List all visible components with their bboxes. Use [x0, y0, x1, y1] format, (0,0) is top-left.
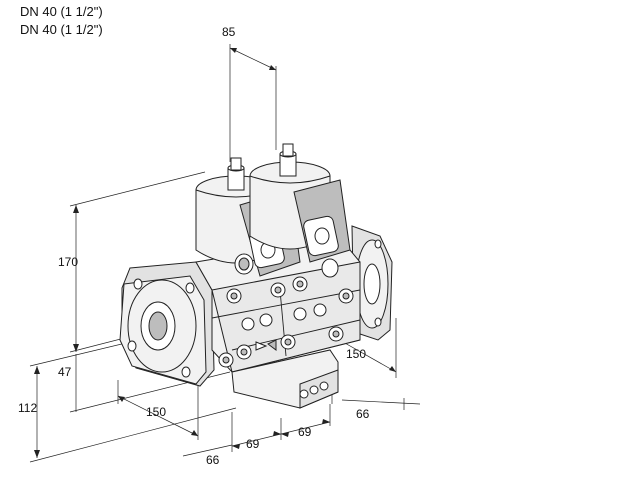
solenoid-right	[249, 143, 351, 278]
ports	[218, 276, 354, 368]
label-47: 47	[58, 365, 72, 379]
label-150-left: 150	[146, 405, 166, 419]
label-112: 112	[18, 401, 37, 415]
label-170: 170	[58, 255, 78, 269]
label-69-a: 69	[246, 437, 260, 451]
header-line-1: DN 40 (1 1/2")	[20, 4, 103, 19]
label-69-b: 69	[298, 425, 312, 439]
bottom-box	[231, 349, 339, 409]
right-flange	[351, 225, 393, 341]
header-line-2: DN 40 (1 1/2")	[20, 22, 103, 37]
label-85: 85	[222, 25, 236, 39]
label-66-right: 66	[356, 407, 370, 421]
left-flange	[119, 261, 215, 387]
label-66-bottom: 66	[206, 453, 220, 467]
dimension-labels: 85 170 47 112 150 150 66 66 69 69	[18, 25, 370, 467]
label-150-right: 150	[346, 347, 366, 361]
